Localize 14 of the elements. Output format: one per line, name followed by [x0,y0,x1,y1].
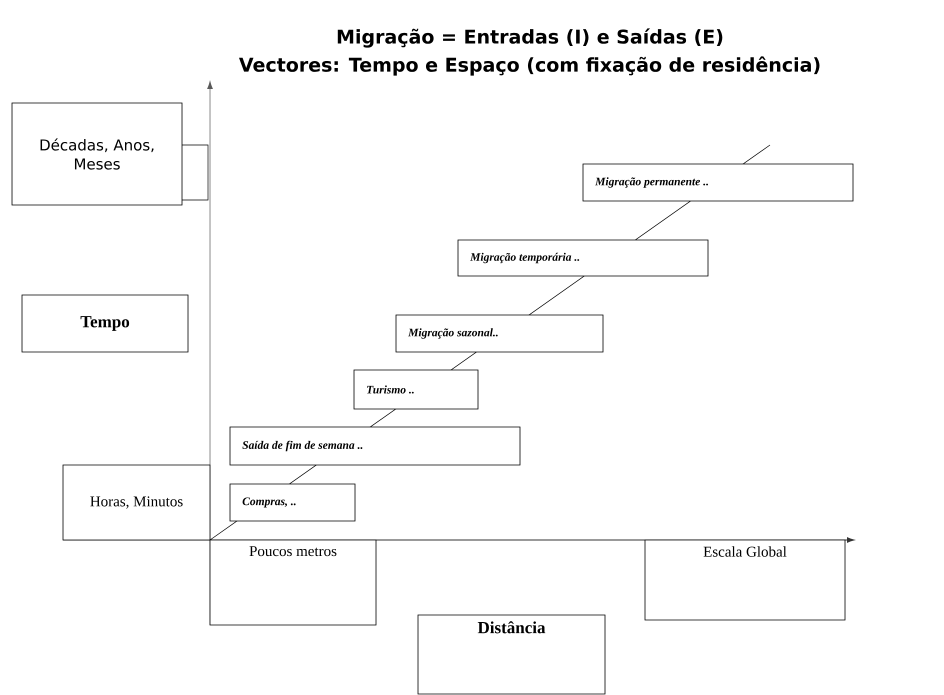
scale-box: Poucos metros [210,540,376,626]
axis-title-box: Tempo [22,294,188,352]
migration-type-box: Migração permanente .. [582,164,854,202]
axis-title-box: Distância [418,614,606,694]
scale-box: Décadas, Anos, Meses [12,102,182,206]
migration-type-box: Compras, .. [230,484,356,522]
migration-type-box: Migração temporária .. [458,240,708,276]
subtitle: Vectores: Tempo e Espaço (com fixação de residência) [238,56,820,76]
migration-type-box: Turismo .. [354,370,478,410]
migration-type-box: Migração sazonal.. [396,314,604,352]
migration-type-box: Saída de fim de semana .. [230,426,520,466]
scale-box: Escala Global [644,540,846,620]
title: Migração = Entradas (I) e Saídas (E) [338,28,722,48]
scale-box: Horas, Minutos [62,464,210,540]
